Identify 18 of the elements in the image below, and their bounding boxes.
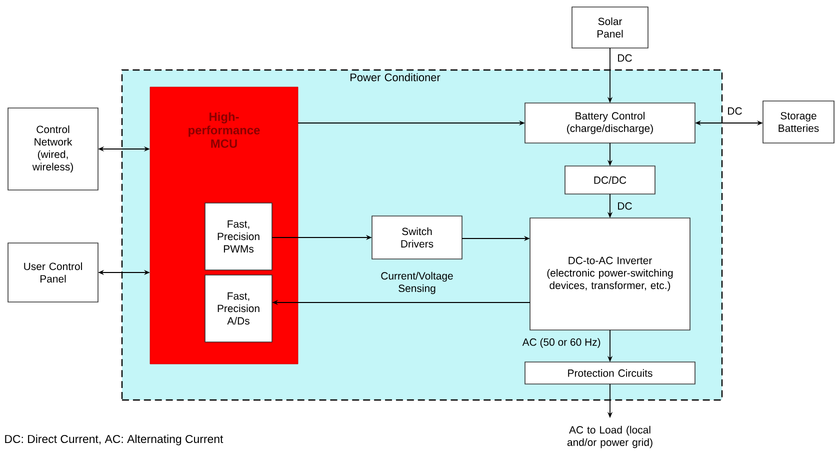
process-box: Storage Batteries: [762, 100, 834, 144]
edge-label: DC: [618, 54, 632, 62]
process-box: Control Network (wired, wireless): [8, 108, 98, 190]
note-text: DC: Direct Current, AC: Alternating Current: [5, 434, 224, 446]
process-box: DC/DC: [564, 166, 656, 194]
output-text: AC to Load (local and/or power grid): [567, 426, 652, 448]
edge-label: Current/Voltage Sensing: [381, 272, 453, 294]
edge-label: AC (50 or 60 Hz): [522, 338, 600, 348]
process-box: Solar Panel: [572, 6, 648, 48]
edge-label: DC: [618, 202, 632, 210]
process-box: Fast, Precision PWMs: [204, 202, 272, 270]
process-box: Fast, Precision A/Ds: [204, 274, 272, 342]
edge-label: DC: [728, 107, 742, 115]
process-box: User Control Panel: [8, 242, 98, 302]
process-box: DC-to-AC Inverter (electronic power-switching devices, transformer, etc.): [530, 218, 690, 330]
process-box: Battery Control (charge/discharge): [524, 102, 696, 144]
process-box: Protection Circuits: [524, 362, 696, 384]
process-box: Switch Drivers: [372, 216, 462, 260]
